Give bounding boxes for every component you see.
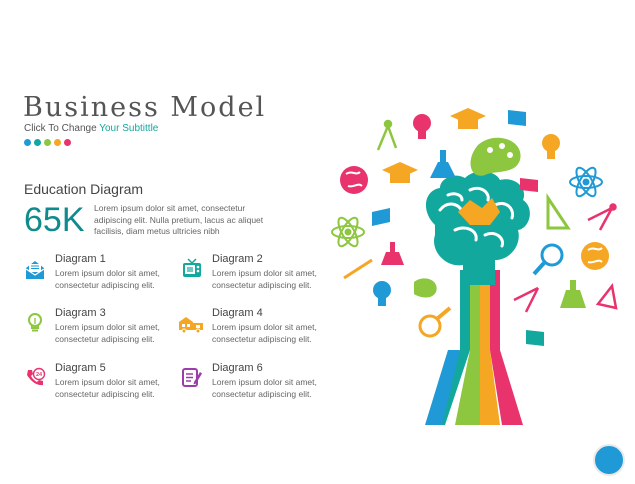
- svg-text:24: 24: [36, 372, 43, 378]
- education-description: Lorem ipsum dolor sit amet, consectetur …: [94, 203, 264, 236]
- book-icon: [508, 110, 526, 126]
- diagram-item: Diagram 1 Lorem ipsum dolor sit amet, co…: [55, 253, 205, 291]
- document-pen-icon: [182, 368, 202, 387]
- truck-icon: [179, 317, 203, 334]
- education-heading: Education Diagram: [24, 181, 144, 197]
- diagram-text: Lorem ipsum dolor sit amet, consectetur …: [212, 268, 317, 290]
- compass-icon: [376, 119, 398, 151]
- diagram-text: Lorem ipsum dolor sit amet, consectetur …: [212, 322, 317, 344]
- book-icon: [372, 208, 390, 226]
- palette-icon: [414, 278, 437, 298]
- tv-icon: [183, 258, 201, 277]
- subtitle-prefix: Click To Change: [24, 123, 100, 134]
- diagram-item: Diagram 4 Lorem ipsum dolor sit amet, co…: [212, 307, 362, 345]
- compass-icon: [513, 286, 540, 313]
- book-icon: [526, 330, 544, 346]
- envelope-icon: [25, 261, 45, 279]
- phone-24-icon: 24: [27, 367, 46, 386]
- diagram-item: Diagram 5 Lorem ipsum dolor sit amet, co…: [55, 362, 205, 400]
- diagram-title: Diagram 4: [212, 307, 263, 319]
- diagram-item: Diagram 2 Lorem ipsum dolor sit amet, co…: [212, 253, 362, 291]
- atom-icon: [331, 216, 365, 248]
- color-dot: [44, 139, 51, 146]
- flask-icon: [430, 150, 456, 178]
- diagram-text: Lorem ipsum dolor sit amet, consectetur …: [55, 268, 160, 290]
- color-dot: [34, 139, 41, 146]
- diagram-title: Diagram 5: [55, 362, 106, 374]
- compass-icon: [587, 203, 617, 231]
- slide-subtitle: Click To Change Your Subtittle: [24, 123, 158, 134]
- diagram-title: Diagram 6: [212, 362, 263, 374]
- diagram-title: Diagram 1: [55, 253, 106, 265]
- color-dots: [24, 139, 71, 146]
- lightbulb-icon: [542, 134, 560, 159]
- flask-icon: [560, 280, 586, 308]
- flask-icon: [381, 242, 404, 265]
- diagram-title: Diagram 2: [212, 253, 263, 265]
- brain-icon: [425, 171, 530, 285]
- color-dot: [64, 139, 71, 146]
- atom-icon: [569, 166, 603, 198]
- lightbulb-icon: [413, 114, 431, 139]
- subtitle-accent: Your Subtittle: [99, 123, 159, 134]
- navigation-circle-button[interactable]: [593, 444, 625, 476]
- graduation-cap-icon: [382, 162, 418, 183]
- pencil-icon: [343, 258, 373, 280]
- globe-icon: [340, 166, 368, 194]
- lightbulb-icon: [373, 281, 391, 306]
- magnifier-icon: [418, 306, 452, 338]
- diagram-title: Diagram 3: [55, 307, 106, 319]
- tree-trunk: [425, 270, 523, 425]
- diagram-text: Lorem ipsum dolor sit amet, consectetur …: [55, 322, 160, 344]
- diagram-item: Diagram 6 Lorem ipsum dolor sit amet, co…: [212, 362, 362, 400]
- brain-tree-illustration: [331, 108, 618, 425]
- diagram-text: Lorem ipsum dolor sit amet, consectetur …: [55, 377, 160, 399]
- globe-icon: [581, 242, 609, 270]
- set-square-icon: [595, 283, 618, 310]
- palette-icon: [470, 137, 521, 176]
- magnifier-icon: [532, 243, 564, 276]
- color-dot: [24, 139, 31, 146]
- slide-title: Business Model: [23, 92, 267, 123]
- graduation-cap-icon: [450, 108, 486, 129]
- diagram-item: Diagram 3 Lorem ipsum dolor sit amet, co…: [55, 307, 205, 345]
- education-stat: 65K: [24, 201, 85, 239]
- lightbulb-icon: [28, 313, 42, 332]
- set-square-icon: [546, 193, 571, 230]
- diagram-text: Lorem ipsum dolor sit amet, consectetur …: [212, 377, 317, 399]
- book-icon: [520, 178, 538, 192]
- color-dot: [54, 139, 61, 146]
